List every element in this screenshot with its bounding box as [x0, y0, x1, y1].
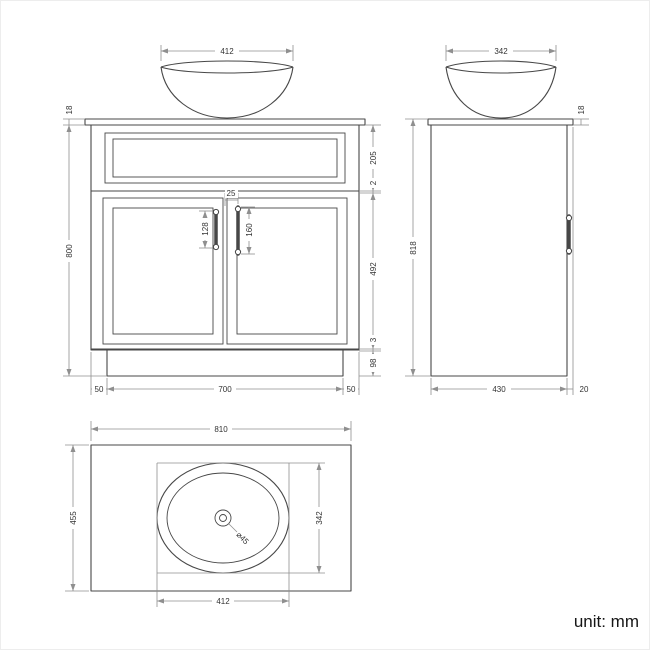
- front-basin-width-label: 412: [215, 46, 239, 56]
- front-left-handle-label: 128: [200, 218, 210, 240]
- top-counter-depth-dimension: 455: [65, 444, 89, 592]
- svg-text:25: 25: [227, 189, 236, 198]
- side-basin-depth-dimension: 342: [445, 45, 557, 61]
- top-counter-width-label: 810: [210, 424, 232, 434]
- side-total-height-dimension: 818: [405, 118, 431, 377]
- side-basin-depth-label: 342: [489, 46, 513, 56]
- front-handle-dimensions: 25 128 160: [199, 189, 255, 255]
- top-basin-width-label: 412: [212, 596, 234, 606]
- front-countertop: [84, 118, 366, 126]
- svg-text:455: 455: [69, 511, 78, 525]
- front-view: 412 18 800: [63, 45, 381, 395]
- svg-text:128: 128: [201, 222, 210, 236]
- front-counter-thickness-label: 18: [65, 105, 74, 114]
- front-right-door-panel: [236, 207, 338, 335]
- front-plinth-inset-right-label: 50: [344, 384, 358, 394]
- front-left-door-handle: [212, 208, 220, 251]
- side-bottom-dimensions: 430 20: [430, 127, 589, 395]
- unit-label: unit: mm: [574, 612, 639, 631]
- front-left-door-panel: [112, 207, 214, 335]
- side-counter-thickness-label: 18: [577, 105, 586, 114]
- svg-text:430: 430: [492, 385, 506, 394]
- side-view: 342 18 818: [405, 45, 589, 395]
- svg-text:342: 342: [494, 47, 508, 56]
- front-left-door: [102, 197, 224, 345]
- front-right-door: [226, 197, 348, 345]
- svg-text:492: 492: [369, 262, 378, 276]
- side-countertop: [427, 118, 574, 126]
- front-drawer-frame-inner: [112, 138, 338, 178]
- svg-text:160: 160: [245, 223, 254, 237]
- top-drain-inner: [219, 514, 227, 522]
- front-basin-outline: [160, 60, 294, 119]
- top-basin-dimensions: 342 412: [156, 462, 325, 607]
- svg-text:18: 18: [65, 105, 74, 114]
- front-basin-width-dimension: 412: [160, 45, 294, 61]
- top-drain-leader: [227, 522, 238, 533]
- top-drain-outer: [214, 509, 232, 527]
- front-bottom-dimensions: 50 700 50: [90, 352, 360, 395]
- svg-text:412: 412: [216, 597, 230, 606]
- svg-text:50: 50: [95, 385, 104, 394]
- top-basin-depth-label: 342: [314, 507, 324, 529]
- side-counter-thickness-dimension: 18: [573, 105, 589, 126]
- svg-text:3: 3: [369, 337, 378, 342]
- front-top-gap-label: 2: [368, 178, 378, 188]
- front-door-height-label: 492: [368, 258, 378, 280]
- top-view: ⌀45 810 455: [65, 421, 352, 607]
- svg-text:50: 50: [347, 385, 356, 394]
- svg-text:20: 20: [580, 385, 589, 394]
- top-counter-depth-label: 455: [68, 507, 78, 529]
- svg-text:810: 810: [214, 425, 228, 434]
- side-cabinet-depth-label: 430: [487, 384, 511, 394]
- front-top-section-label: 205: [368, 147, 378, 169]
- svg-text:⌀45: ⌀45: [234, 530, 250, 546]
- svg-text:18: 18: [577, 105, 586, 114]
- svg-text:800: 800: [65, 244, 74, 258]
- top-countertop: [90, 444, 352, 592]
- front-plinth-height-label: 98: [368, 354, 378, 372]
- top-drain-diameter-label: ⌀45: [234, 530, 250, 546]
- front-plinth-width-label: 700: [214, 384, 236, 394]
- front-plinth-inset-left-label: 50: [92, 384, 106, 394]
- side-counter-overhang-label: 20: [580, 385, 589, 394]
- front-drawer-frame-outer: [104, 132, 346, 184]
- svg-text:2: 2: [369, 180, 378, 185]
- side-cabinet-body: [430, 124, 568, 377]
- svg-text:205: 205: [369, 151, 378, 165]
- side-basin-outline: [445, 60, 557, 119]
- front-right-door-handle: [234, 205, 242, 256]
- front-cabinet-body: [90, 124, 360, 351]
- svg-text:98: 98: [369, 358, 378, 367]
- top-counter-width-dimension: 810: [90, 421, 352, 441]
- svg-text:818: 818: [409, 241, 418, 255]
- front-right-handle-label: 160: [244, 219, 254, 241]
- front-bottom-gap-label: 3: [368, 335, 378, 345]
- top-basin-inner-rim: [166, 472, 280, 564]
- front-left-dimensions: 18 800: [63, 105, 107, 377]
- side-door-handle: [565, 214, 573, 255]
- svg-text:700: 700: [218, 385, 232, 394]
- svg-text:342: 342: [315, 511, 324, 525]
- svg-text:412: 412: [220, 47, 234, 56]
- top-basin-outer-rim: [156, 462, 290, 574]
- side-total-height-label: 818: [408, 237, 418, 259]
- front-plinth: [106, 349, 344, 377]
- front-cabinet-height-label: 800: [64, 240, 74, 262]
- front-right-dimensions: 205 2 492 3 98: [359, 124, 381, 377]
- front-handle-offset-label: 25: [225, 189, 238, 198]
